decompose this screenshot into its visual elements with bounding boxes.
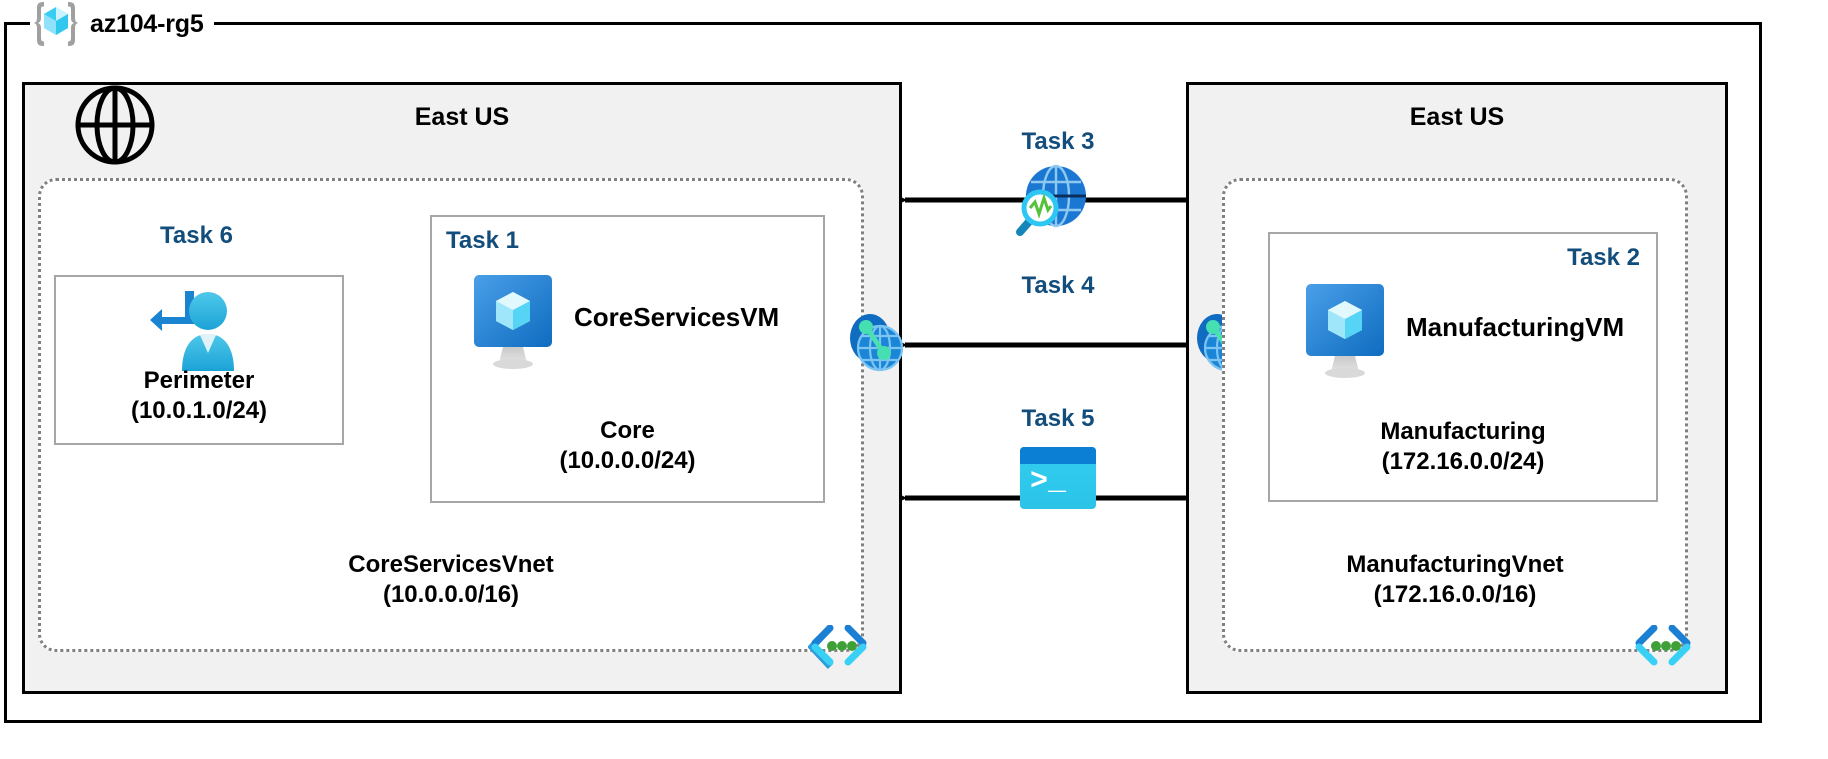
subnet-manufacturing-label: Manufacturing (172.16.0.0/24) xyxy=(1270,417,1656,478)
center-task-4: Task 4 xyxy=(958,272,1158,332)
task-label-2: Task 2 xyxy=(1567,244,1640,271)
cloud-shell-icon: >_ xyxy=(1020,447,1096,509)
resource-group-name: az104-rg5 xyxy=(90,9,204,38)
subnet-perimeter-label: Perimeter (10.0.1.0/24) xyxy=(56,366,342,427)
network-watcher-icon xyxy=(1006,160,1106,249)
task-label-1: Task 1 xyxy=(446,227,519,254)
task-label-6: Task 6 xyxy=(160,222,233,249)
globe-icon xyxy=(72,82,158,168)
region-right-title: East US xyxy=(1409,103,1505,131)
vnet-coreservices-label: CoreServicesVnet (10.0.0.0/16) xyxy=(41,550,861,611)
subnet-core-name: Core xyxy=(600,416,655,444)
subnet-core: Task 1 xyxy=(430,215,825,503)
subnet-manufacturing-name: Manufacturing xyxy=(1380,417,1546,445)
subnet-manufacturing: Task 2 xyxy=(1268,232,1658,502)
cloud-shell-titlebar xyxy=(1020,447,1096,464)
vnet-manufacturing-cidr: (172.16.0.0/16) xyxy=(1373,581,1537,609)
subnet-perimeter-name: Perimeter xyxy=(143,366,255,394)
azure-resource-group-icon xyxy=(30,0,82,50)
task-label-5: Task 5 xyxy=(1021,405,1095,432)
subnet-core-cidr: (10.0.0.0/24) xyxy=(559,447,696,475)
virtual-machine-icon xyxy=(470,273,556,376)
center-task-3: Task 3 xyxy=(958,128,1158,238)
region-left-title: East US xyxy=(414,103,510,131)
resource-group-title: az104-rg5 xyxy=(30,2,214,46)
task-label-4: Task 4 xyxy=(1021,272,1095,299)
vnet-coreservices-name: CoreServicesVnet xyxy=(348,550,554,578)
subnet-perimeter: Perimeter (10.0.1.0/24) xyxy=(54,275,344,445)
cloud-shell-prompt: >_ xyxy=(1030,465,1067,499)
code-brackets-dots-icon-right xyxy=(1632,624,1694,669)
virtual-machine-icon-manufacturing xyxy=(1302,282,1388,385)
vnet-manufacturing-label: ManufacturingVnet (172.16.0.0/16) xyxy=(1225,550,1685,611)
subnet-core-label: Core (10.0.0.0/24) xyxy=(432,416,823,477)
resource-group-frame xyxy=(4,22,1762,723)
vnet-coreservices-cidr: (10.0.0.0/16) xyxy=(382,581,520,609)
subnet-perimeter-cidr: (10.0.1.0/24) xyxy=(130,397,268,425)
vnet-manufacturing-name: ManufacturingVnet xyxy=(1346,550,1564,578)
center-task-5: Task 5 >_ xyxy=(958,405,1158,525)
code-brackets-dots-icon xyxy=(807,624,870,669)
vm-label-manufacturingvm: ManufacturingVM xyxy=(1406,312,1625,342)
task-label-3: Task 3 xyxy=(1021,128,1095,155)
vnet-peering-icon-left xyxy=(845,310,907,376)
vm-label-coreservicesvm: CoreServicesVM xyxy=(574,302,780,332)
subnet-manufacturing-cidr: (172.16.0.0/24) xyxy=(1381,448,1545,476)
user-inbound-icon xyxy=(144,287,252,384)
